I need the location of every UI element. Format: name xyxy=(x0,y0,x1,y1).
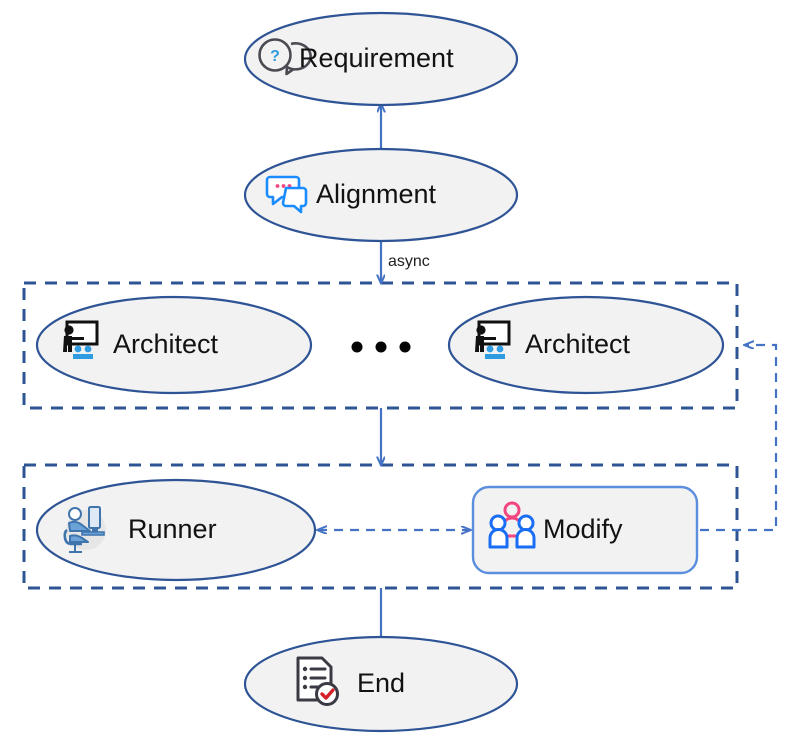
edge-label-async: async xyxy=(388,253,430,270)
svg-text:?: ? xyxy=(270,48,280,65)
node-alignment[interactable]: Alignment xyxy=(243,147,519,243)
chat-bubbles-icon xyxy=(265,175,308,214)
architect-ellipsis-separator xyxy=(351,341,411,353)
alignment-label: Alignment xyxy=(316,179,437,209)
presenter-whiteboard-icon xyxy=(475,320,511,359)
architect-right-label: Architect xyxy=(525,329,631,359)
node-modify[interactable]: Modify xyxy=(471,485,699,575)
node-runner[interactable]: Runner xyxy=(35,478,317,582)
requirement-shape xyxy=(243,11,519,107)
runner-label: Runner xyxy=(128,514,217,544)
modify-shape xyxy=(471,485,699,575)
alignment-shape xyxy=(243,147,519,243)
node-architect-left[interactable]: Architect xyxy=(35,295,313,395)
architect-left-shape xyxy=(35,295,313,395)
architect-left-label: Architect xyxy=(113,329,219,359)
edge-modify-architect-feedback xyxy=(700,345,778,532)
modify-label: Modify xyxy=(543,514,623,544)
person-at-computer-icon xyxy=(63,506,106,553)
architect-right-shape xyxy=(447,295,725,395)
end-label: End xyxy=(357,668,405,698)
runner-shape xyxy=(35,478,317,582)
node-end[interactable]: End xyxy=(243,635,519,733)
people-group-icon xyxy=(488,501,536,549)
question-speech-bubble-icon: ? xyxy=(258,38,312,76)
node-architect-right[interactable]: Architect xyxy=(447,295,725,395)
requirement-label: Requirement xyxy=(299,43,454,73)
document-check-icon xyxy=(296,656,339,706)
presenter-whiteboard-icon xyxy=(63,320,99,359)
node-requirement[interactable]: ? Requirement xyxy=(243,11,519,107)
